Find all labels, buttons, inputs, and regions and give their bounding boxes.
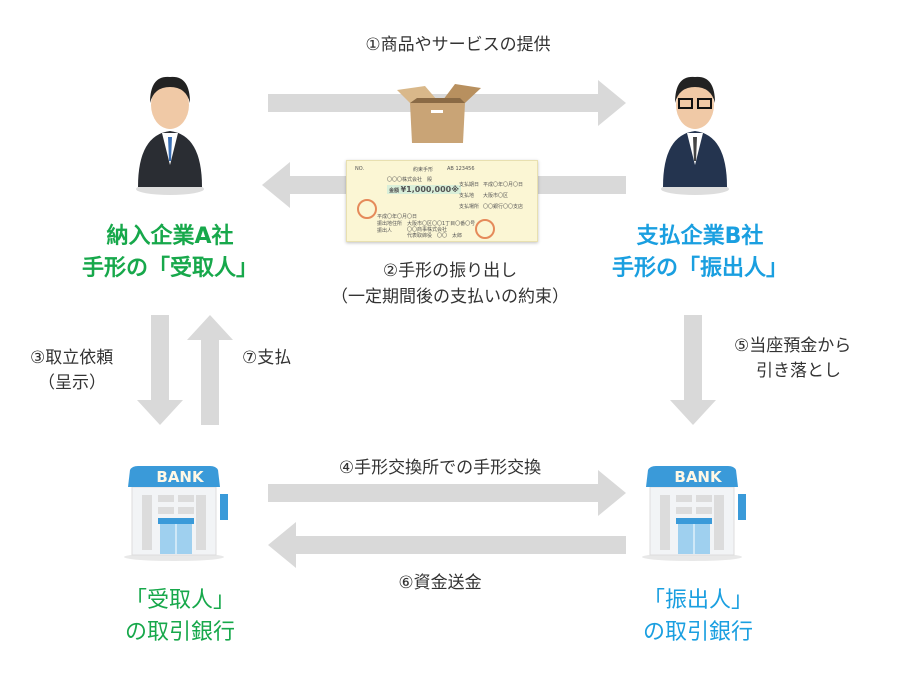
step-7-label: ⑦支払	[242, 348, 292, 368]
step-6-label: ⑥資金送金	[398, 573, 482, 593]
company-b-name: 支払企業B社	[636, 224, 764, 249]
stamp-icon	[475, 219, 495, 239]
note-amount-field: 金額 ¥1,000,000※	[387, 185, 461, 194]
company-a-role: 手形の「受取人」	[81, 256, 259, 281]
person-a-icon	[136, 76, 204, 195]
arrow-funds-to-a	[268, 522, 626, 568]
arrow-payment-up	[187, 315, 233, 425]
bank-b-role: 「振出人」	[642, 588, 754, 613]
step-4-label: ④手形交換所での手形交換	[338, 458, 542, 478]
company-a-name: 納入企業A社	[106, 224, 234, 249]
company-b-role: 手形の「振出人」	[611, 256, 789, 281]
note-serial: AB 123456	[447, 166, 475, 172]
step-5-label: ⑤当座預金から	[734, 336, 852, 356]
step-5-sublabel: 引き落とし	[756, 361, 841, 381]
bank-a-name: の取引銀行	[124, 620, 236, 645]
note-issuer-address: 大阪市〇区〇〇1丁目〇番〇号	[407, 221, 476, 227]
note-place: 大阪市〇区	[483, 193, 509, 199]
step-2-sublabel: （一定期間後の支払いの約束）	[331, 287, 569, 307]
bank-b-sign: BANK	[674, 468, 722, 486]
note-bank: 〇〇銀行〇〇支店	[483, 204, 524, 210]
bank-a-sign: BANK	[156, 468, 204, 486]
note-issue-date: 平成〇年〇月〇日	[377, 214, 418, 220]
bank-a-role: 「受取人」	[124, 588, 236, 613]
note-no: NO.	[355, 166, 365, 172]
note-issuer-label: 振出人	[377, 228, 393, 234]
note-place-label: 支払地	[459, 193, 475, 199]
step-2-label: ②手形の振り出し	[382, 261, 518, 281]
note-payee: 〇〇〇株式会社 殿	[387, 177, 433, 183]
note-issuer-address-label: 振出地住所	[377, 221, 403, 227]
note-issuer-name: 代表取締役 〇〇 太郎	[407, 233, 463, 239]
note-bank-label: 支払場所	[459, 204, 480, 210]
note-due: 平成〇年〇月〇日	[483, 182, 524, 188]
bank-a-icon	[124, 466, 228, 561]
note-issuer-company: 〇〇商事株式会社	[407, 227, 448, 233]
step-3-sublabel: （呈示）	[38, 373, 106, 393]
bank-b-name: の取引銀行	[642, 620, 754, 645]
arrow-collection-down	[137, 315, 183, 425]
step-3-label: ③取立依頼	[30, 348, 114, 368]
arrow-note-to-a-right	[535, 176, 626, 194]
cardboard-box-icon	[397, 84, 481, 143]
arrow-debit-down	[670, 315, 716, 425]
promissory-note-image: NO. 約束手形 AB 123456 〇〇〇株式会社 殿 金額 ¥1,000,0…	[346, 160, 538, 242]
note-title: 約束手形	[413, 167, 434, 173]
note-due-label: 支払期日	[459, 182, 480, 188]
person-b-icon	[661, 76, 729, 195]
arrow-note-to-a-left	[262, 162, 346, 208]
step-1-label: ①商品やサービスの提供	[365, 35, 551, 55]
arrow-clearing-to-b	[268, 470, 626, 516]
stamp-icon	[357, 199, 377, 219]
bank-b-icon	[642, 466, 746, 561]
